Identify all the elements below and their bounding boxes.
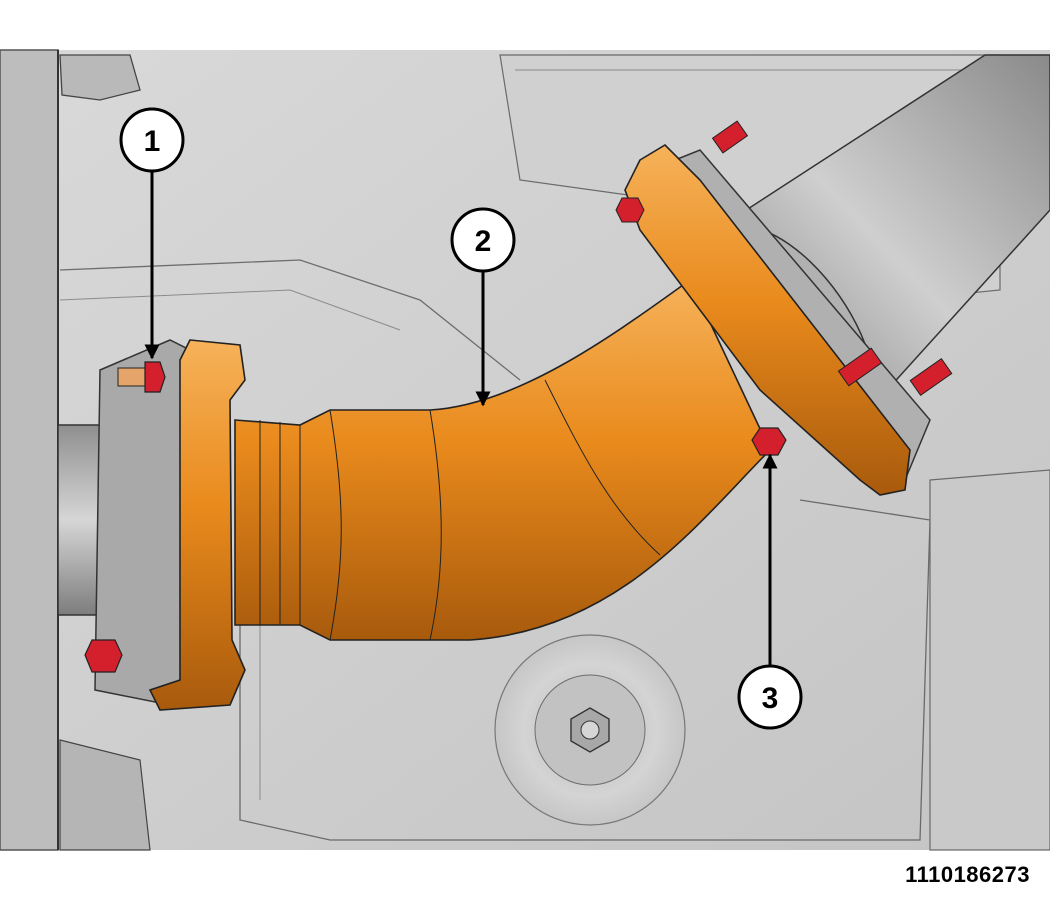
- callout-1-label: 1: [144, 125, 161, 158]
- exhaust-pipe-section: [148, 143, 911, 711]
- stud-nut-top: [711, 120, 749, 154]
- fasteners: [84, 120, 953, 673]
- callout-2-circle: [450, 207, 516, 273]
- flange-nut-lower-left: [84, 639, 123, 673]
- callout-1-circle: [119, 107, 185, 173]
- front-exhaust-pipe: [57, 339, 191, 706]
- stud-nut-right-1: [837, 347, 883, 387]
- callout-3-label: 3: [762, 682, 779, 715]
- callout-2: 2: [450, 207, 516, 407]
- callout-3-circle: [737, 664, 803, 730]
- callout-1: 1: [119, 107, 185, 360]
- figure-id-number: 1110186273: [905, 862, 1030, 887]
- stud-nut-right-2: [909, 358, 953, 396]
- stud-nut-top-left: [615, 197, 645, 223]
- callout-2-label: 2: [475, 225, 492, 258]
- flange-nut-1: [117, 361, 166, 393]
- flange-nut-3: [751, 427, 787, 456]
- callout-3: 3: [737, 453, 803, 730]
